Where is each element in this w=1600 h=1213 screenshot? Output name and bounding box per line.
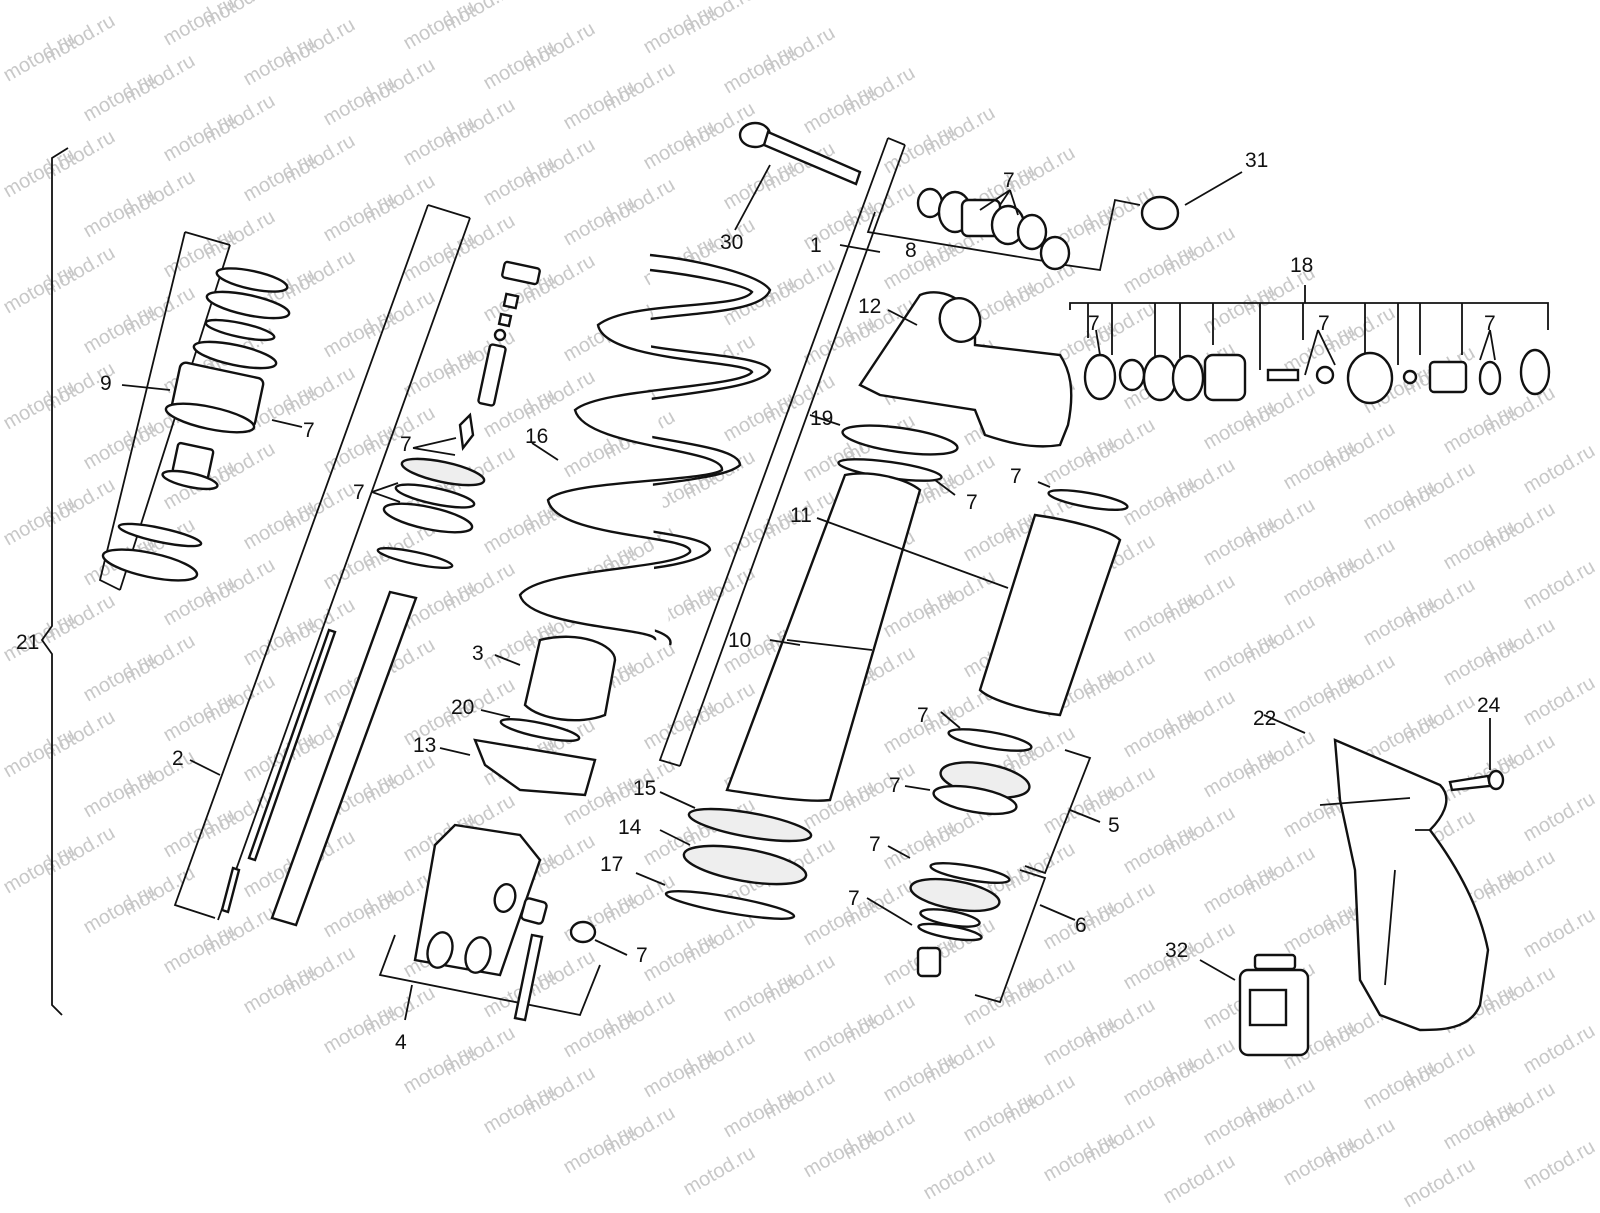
callout-7-b: 7 (1088, 312, 1100, 335)
bracket-18 (1069, 285, 1549, 370)
part-17-ring (664, 890, 796, 920)
callout-24: 24 (1477, 694, 1501, 717)
part-7-ring-c (947, 728, 1033, 752)
part-32-bottle (1238, 953, 1310, 1057)
callout-7-n: 7 (636, 944, 648, 967)
callout-11: 11 (790, 504, 812, 527)
bracket-2 (173, 204, 471, 921)
callout-7-h: 7 (1010, 465, 1022, 488)
callout-7-f: 7 (400, 433, 412, 456)
callout-6: 6 (1075, 914, 1087, 937)
callout-12: 12 (858, 295, 882, 318)
bracket-6 (974, 869, 1047, 1004)
part-6-pin (916, 946, 942, 978)
part-20-washer (499, 718, 581, 742)
callout-2: 2 (172, 747, 184, 770)
callout-22: 22 (1253, 707, 1277, 730)
callout-7-g: 7 (353, 481, 365, 504)
callout-7-l: 7 (869, 833, 881, 856)
callout-1: 1 (810, 234, 822, 257)
callout-7-i: 7 (966, 491, 978, 514)
callout-14: 14 (618, 816, 642, 839)
callout-7-d: 7 (1484, 312, 1496, 335)
callout-15: 15 (633, 777, 657, 800)
part-30-bolt (738, 121, 862, 186)
part-22-guard (1333, 738, 1490, 1032)
brace-21 (40, 147, 69, 1016)
part-6-piston (909, 877, 1001, 913)
callout-31: 31 (1245, 149, 1269, 172)
callout-7-j: 7 (917, 704, 929, 727)
callout-7-m: 7 (848, 887, 860, 910)
part-14-ring (682, 844, 808, 886)
callout-13: 13 (413, 734, 437, 757)
part-19-ring (841, 424, 959, 456)
part-16-spring (518, 253, 772, 646)
callout-8: 8 (905, 239, 917, 262)
callout-30: 30 (720, 231, 744, 254)
callout-10: 10 (728, 629, 752, 652)
callout-21: 21 (16, 631, 40, 654)
part-9-stack (101, 267, 291, 582)
callout-7-c: 7 (1318, 312, 1330, 335)
callout-17: 17 (600, 853, 624, 876)
callout-19: 19 (810, 407, 834, 430)
part-15-nut (687, 807, 813, 843)
part-2-rod (220, 260, 541, 927)
callout-16: 16 (525, 425, 549, 448)
callout-7-a: 7 (1003, 169, 1015, 192)
line-8-31 (1064, 198, 1141, 272)
callout-7-k: 7 (889, 774, 901, 797)
callout-4: 4 (395, 1031, 407, 1054)
part-31-nut (1140, 195, 1180, 231)
part-8-bushings (916, 187, 1071, 271)
leader-lines (121, 164, 1496, 981)
part-7-ring-d (929, 862, 1011, 884)
part-7-ring-b (1047, 489, 1129, 511)
callout-18: 18 (1290, 254, 1314, 277)
bracket-1 (658, 137, 906, 767)
callout-32: 32 (1165, 939, 1189, 962)
bracket-4 (378, 934, 601, 1021)
part-24-screw (1448, 774, 1492, 792)
part-13-cup (473, 738, 597, 797)
callout-5: 5 (1108, 814, 1120, 837)
callout-20: 20 (451, 696, 475, 719)
part-11-sleeve (978, 513, 1122, 717)
part-18-valve-parts (1083, 348, 1551, 405)
part-3-bumpstop (523, 635, 617, 722)
callout-7-e: 7 (303, 419, 315, 442)
callout-9: 9 (100, 372, 112, 395)
bracket-5 (1024, 749, 1092, 875)
part-10-body (725, 472, 922, 802)
callout-3: 3 (472, 642, 484, 665)
